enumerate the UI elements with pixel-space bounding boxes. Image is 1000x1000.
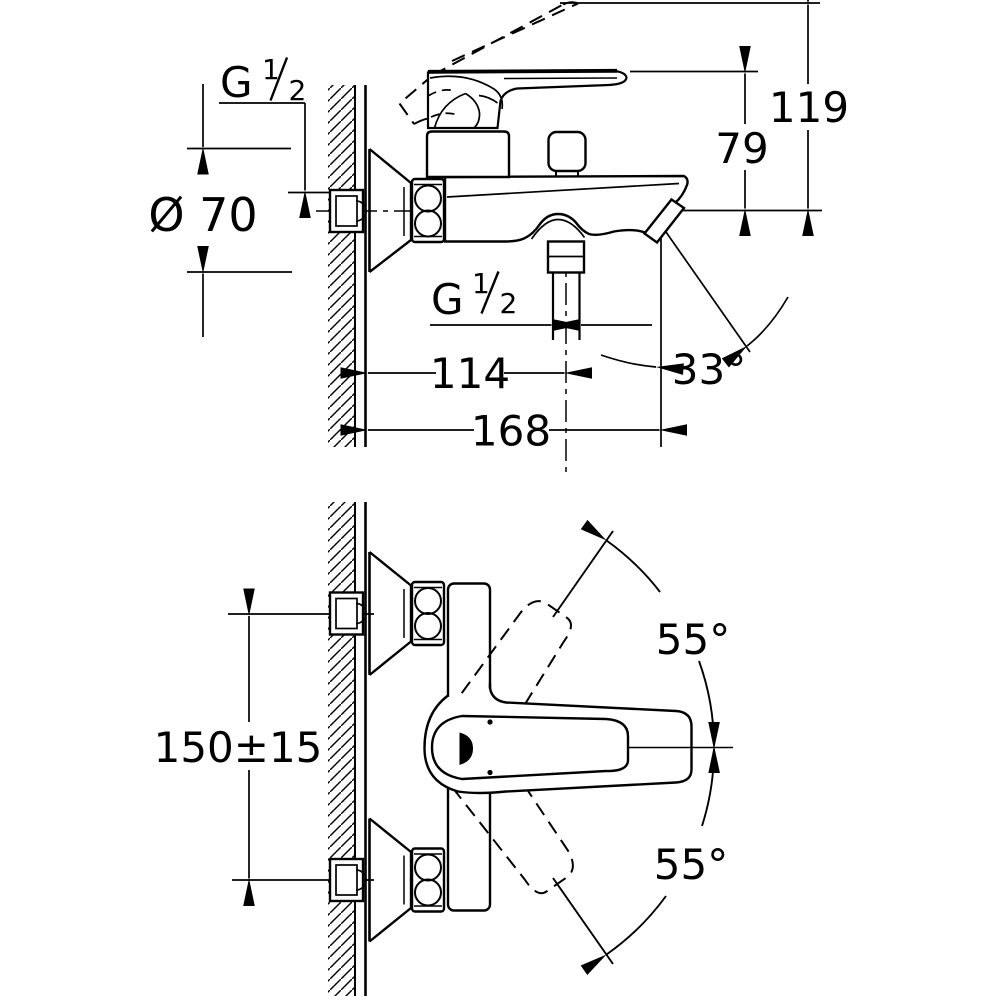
diverter-knob	[547, 130, 587, 173]
wall-hatch-plan	[328, 502, 354, 996]
side-view-union	[328, 148, 446, 273]
depth-114-label: 114	[430, 349, 510, 398]
body-outline	[443, 174, 689, 243]
swing-down-limit-line	[552, 877, 614, 965]
wall-union-arc	[355, 200, 367, 222]
swing-up-limit-line	[552, 530, 614, 618]
plan-view-labels: 150±15 55° 55°	[154, 615, 731, 889]
side-view-lever	[426, 68, 628, 130]
escutcheon-diameter-label: Ø 70	[148, 188, 257, 242]
depth-168-label: 168	[471, 407, 551, 456]
plan-view: 150±15 55° 55°	[154, 502, 733, 996]
lever-outline	[426, 69, 628, 130]
outlet-thread-fraction-slash	[480, 271, 500, 314]
plan-view-angle-dimensions	[552, 519, 720, 976]
swing-down-angle-label: 55°	[654, 840, 728, 889]
swing-down-arc-outer	[580, 895, 667, 976]
lever-raised-top	[451, 2, 579, 62]
upper-nut-facet-2	[414, 612, 442, 640]
swing-up-arc-inner	[698, 660, 720, 774]
swing-down-arc-inner	[701, 721, 720, 827]
outlet-thread-label: G 1 2	[431, 267, 517, 324]
outlet-thread-prefix: G	[431, 275, 464, 324]
cartridge-block	[425, 130, 511, 179]
handle-dimple-top	[487, 719, 493, 725]
lever-cap-curve-4	[478, 94, 499, 104]
upper-union-inner	[335, 597, 358, 630]
dim-33deg-upper-leader	[721, 296, 789, 368]
lever-cap-curve-1	[429, 75, 504, 110]
spout-angle-label: 33°	[672, 345, 746, 394]
wall-thread-label: G 1 2	[220, 53, 306, 107]
wall-thread-numerator: 1	[262, 53, 280, 86]
lower-union-arc	[355, 869, 367, 891]
spout-stream-line	[658, 221, 751, 353]
plan-view-wall-section	[328, 502, 367, 996]
wall-thread-fraction-slash	[269, 57, 289, 101]
handle-outer-outline	[423, 683, 693, 795]
lower-nut-facet-2	[414, 878, 442, 907]
connection-spacing-label: 150±15	[154, 723, 323, 772]
handle-dimple-bottom	[487, 769, 493, 776]
lever-top-edge	[427, 68, 618, 74]
lower-union-inner	[335, 864, 358, 896]
lever-top-inner-edge	[503, 77, 618, 80]
side-view-dimension-lines	[197, 0, 814, 436]
handle-logo-dot	[459, 732, 473, 765]
upper-escutcheon-cone	[368, 551, 413, 676]
swing-up-angle-label: 55°	[656, 615, 730, 664]
plan-view-handle	[423, 683, 733, 795]
wall-thread-denominator: 2	[289, 74, 307, 107]
plan-view-lower-union	[328, 817, 446, 943]
lever-raised-tip	[562, 1, 579, 6]
side-view-labels: G 1 2 Ø 70 119 79 G 1 2 114 168 33°	[148, 53, 849, 456]
upper-union-arc	[355, 602, 367, 625]
lever-cap-curve-2	[433, 92, 466, 129]
lever-hidden-arc-2	[430, 112, 461, 118]
outlet-thread-denominator: 2	[500, 287, 518, 320]
height-119-label: 119	[769, 83, 849, 132]
wall-thread-prefix: G	[220, 58, 253, 107]
swing-up-arc-outer	[580, 519, 661, 593]
height-79-label: 79	[715, 124, 768, 173]
union-nut-facet-bottom	[414, 209, 442, 238]
plan-view-upper-union	[328, 551, 446, 676]
wall-hatch	[328, 85, 354, 447]
side-view: G 1 2 Ø 70 119 79 G 1 2 114 168 33°	[148, 0, 849, 478]
lever-cap-curve-3	[465, 92, 481, 129]
dim-33deg-lower-leader	[600, 354, 684, 375]
lever-hidden-arc-1	[427, 89, 454, 97]
spout-nozzle	[642, 197, 686, 245]
deck-front-edge	[446, 182, 680, 198]
wall-union-inner	[335, 195, 358, 227]
side-view-body	[425, 130, 689, 340]
outlet-thread-numerator: 1	[472, 267, 490, 300]
hose-dome-inner	[530, 218, 586, 240]
side-view-wall-section	[328, 85, 367, 447]
lower-escutcheon-cone	[368, 817, 413, 943]
